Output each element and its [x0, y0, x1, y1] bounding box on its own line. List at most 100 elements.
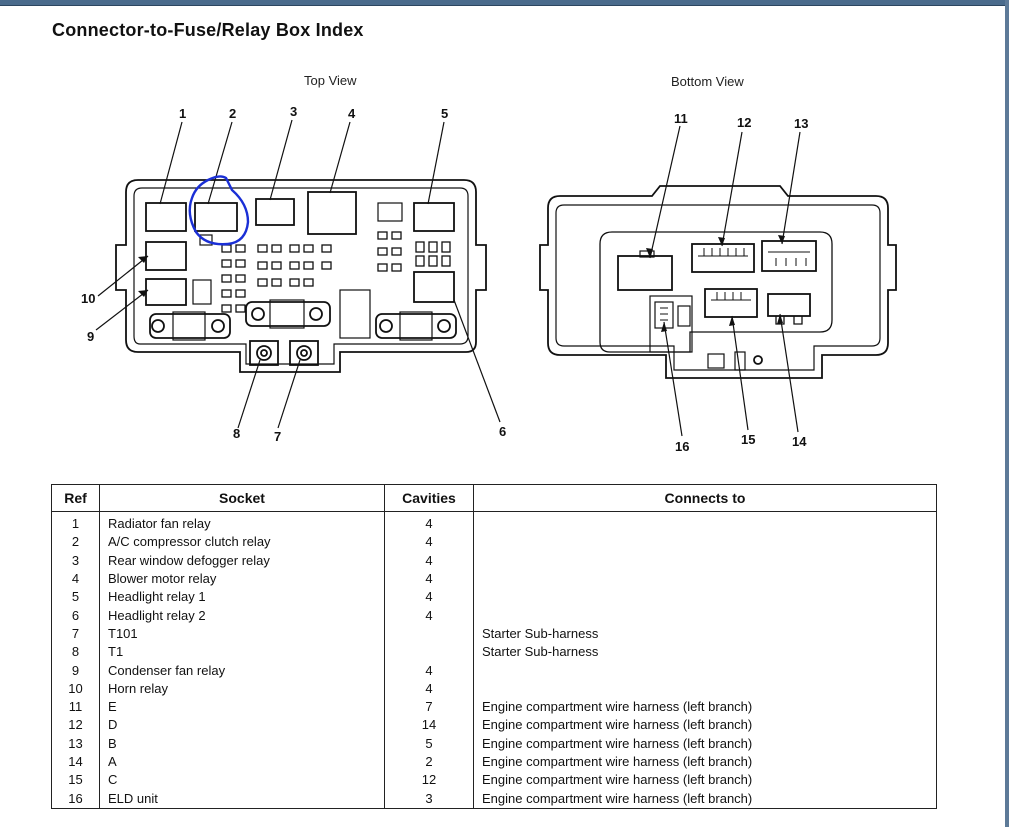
cavities-cell: 4 [384, 588, 474, 607]
highlight-circle [188, 175, 250, 246]
connector-12 [691, 243, 755, 273]
header-ref: Ref [51, 484, 100, 512]
ref-cell: 13 [51, 734, 100, 753]
connects-cell [473, 533, 937, 552]
relay-10 [145, 241, 187, 271]
top-view-box [115, 179, 487, 373]
cavities-cell [384, 643, 474, 662]
socket-cell: B [99, 734, 385, 753]
ref-cell: 15 [51, 771, 100, 790]
bottom-view-label: Bottom View [671, 74, 744, 89]
socket-cell: A/C compressor clutch relay [99, 533, 385, 552]
callout-16: 16 [675, 439, 689, 454]
relay-1 [145, 202, 187, 232]
socket-cell: A [99, 752, 385, 772]
callout-5: 5 [441, 106, 448, 121]
callout-4: 4 [348, 106, 356, 121]
cavities-cell: 4 [384, 606, 474, 625]
callout-11: 11 [674, 111, 688, 126]
callout-2: 2 [229, 106, 236, 121]
callout-14: 14 [792, 434, 807, 449]
callout-9: 9 [87, 329, 94, 344]
connects-cell: Engine compartment wire harness (left br… [473, 697, 937, 717]
socket-cell: Radiator fan relay [99, 511, 385, 534]
connects-cell [473, 588, 937, 607]
ref-cell: 12 [51, 716, 100, 735]
connects-cell [473, 551, 937, 570]
connects-cell [473, 679, 937, 698]
connects-cell: Engine compartment wire harness (left br… [473, 789, 937, 809]
top-view-label: Top View [304, 73, 357, 88]
relay-6 [413, 271, 455, 303]
header-connects-to: Connects to [473, 484, 937, 512]
ref-cell: 10 [51, 679, 100, 698]
ref-cell: 4 [51, 569, 100, 589]
cavities-cell: 14 [384, 716, 474, 735]
socket-cell: C [99, 771, 385, 790]
cavities-cell: 4 [384, 679, 474, 698]
socket-cell: Blower motor relay [99, 569, 385, 589]
connector-15 [704, 288, 758, 318]
socket-cell: Headlight relay 2 [99, 606, 385, 625]
callout-10: 10 [81, 291, 95, 306]
ref-cell: 8 [51, 643, 100, 662]
socket-cell: Rear window defogger relay [99, 551, 385, 570]
connects-cell: Engine compartment wire harness (left br… [473, 771, 937, 790]
connector-13 [761, 240, 817, 272]
cavities-cell: 7 [384, 697, 474, 717]
callout-15: 15 [741, 432, 755, 447]
socket-cell: D [99, 716, 385, 735]
socket-cell: T1 [99, 643, 385, 662]
ref-cell: 14 [51, 752, 100, 772]
socket-cell: Condenser fan relay [99, 661, 385, 680]
relay-5 [413, 202, 455, 232]
header-socket: Socket [99, 484, 385, 512]
eld-unit-16 [649, 295, 693, 353]
callout-6: 6 [499, 424, 506, 439]
bottom-view-box [539, 185, 897, 379]
cavities-cell: 4 [384, 569, 474, 589]
ref-cell: 9 [51, 661, 100, 680]
callout-3: 3 [290, 104, 297, 119]
relay-3 [255, 198, 295, 226]
cavities-cell: 12 [384, 771, 474, 790]
socket-cell: E [99, 697, 385, 717]
connects-cell: Engine compartment wire harness (left br… [473, 752, 937, 772]
socket-cell: T101 [99, 624, 385, 644]
cavities-cell: 3 [384, 789, 474, 809]
relay-4 [307, 191, 357, 235]
cavities-cell: 4 [384, 511, 474, 534]
cavities-cell: 4 [384, 661, 474, 680]
cavities-cell: 5 [384, 734, 474, 753]
window-right-edge [1005, 0, 1009, 827]
window-top-bar [0, 0, 1009, 6]
callout-13: 13 [794, 116, 808, 131]
ref-cell: 6 [51, 606, 100, 625]
page-title: Connector-to-Fuse/Relay Box Index [52, 20, 364, 40]
fuse-box-diagram: 1 2 3 4 5 6 7 8 9 10 11 12 13 14 15 16 [81, 104, 897, 454]
callout-12: 12 [737, 115, 751, 130]
socket-cell: ELD unit [99, 789, 385, 809]
connector-11 [617, 255, 673, 291]
ref-cell: 2 [51, 533, 100, 552]
callout-1: 1 [179, 106, 186, 121]
ref-cell: 16 [51, 789, 100, 809]
connects-cell: Engine compartment wire harness (left br… [473, 734, 937, 753]
cavities-cell: 4 [384, 533, 474, 552]
cavities-cell: 2 [384, 752, 474, 772]
connects-cell: Engine compartment wire harness (left br… [473, 716, 937, 735]
callout-8: 8 [233, 426, 240, 441]
